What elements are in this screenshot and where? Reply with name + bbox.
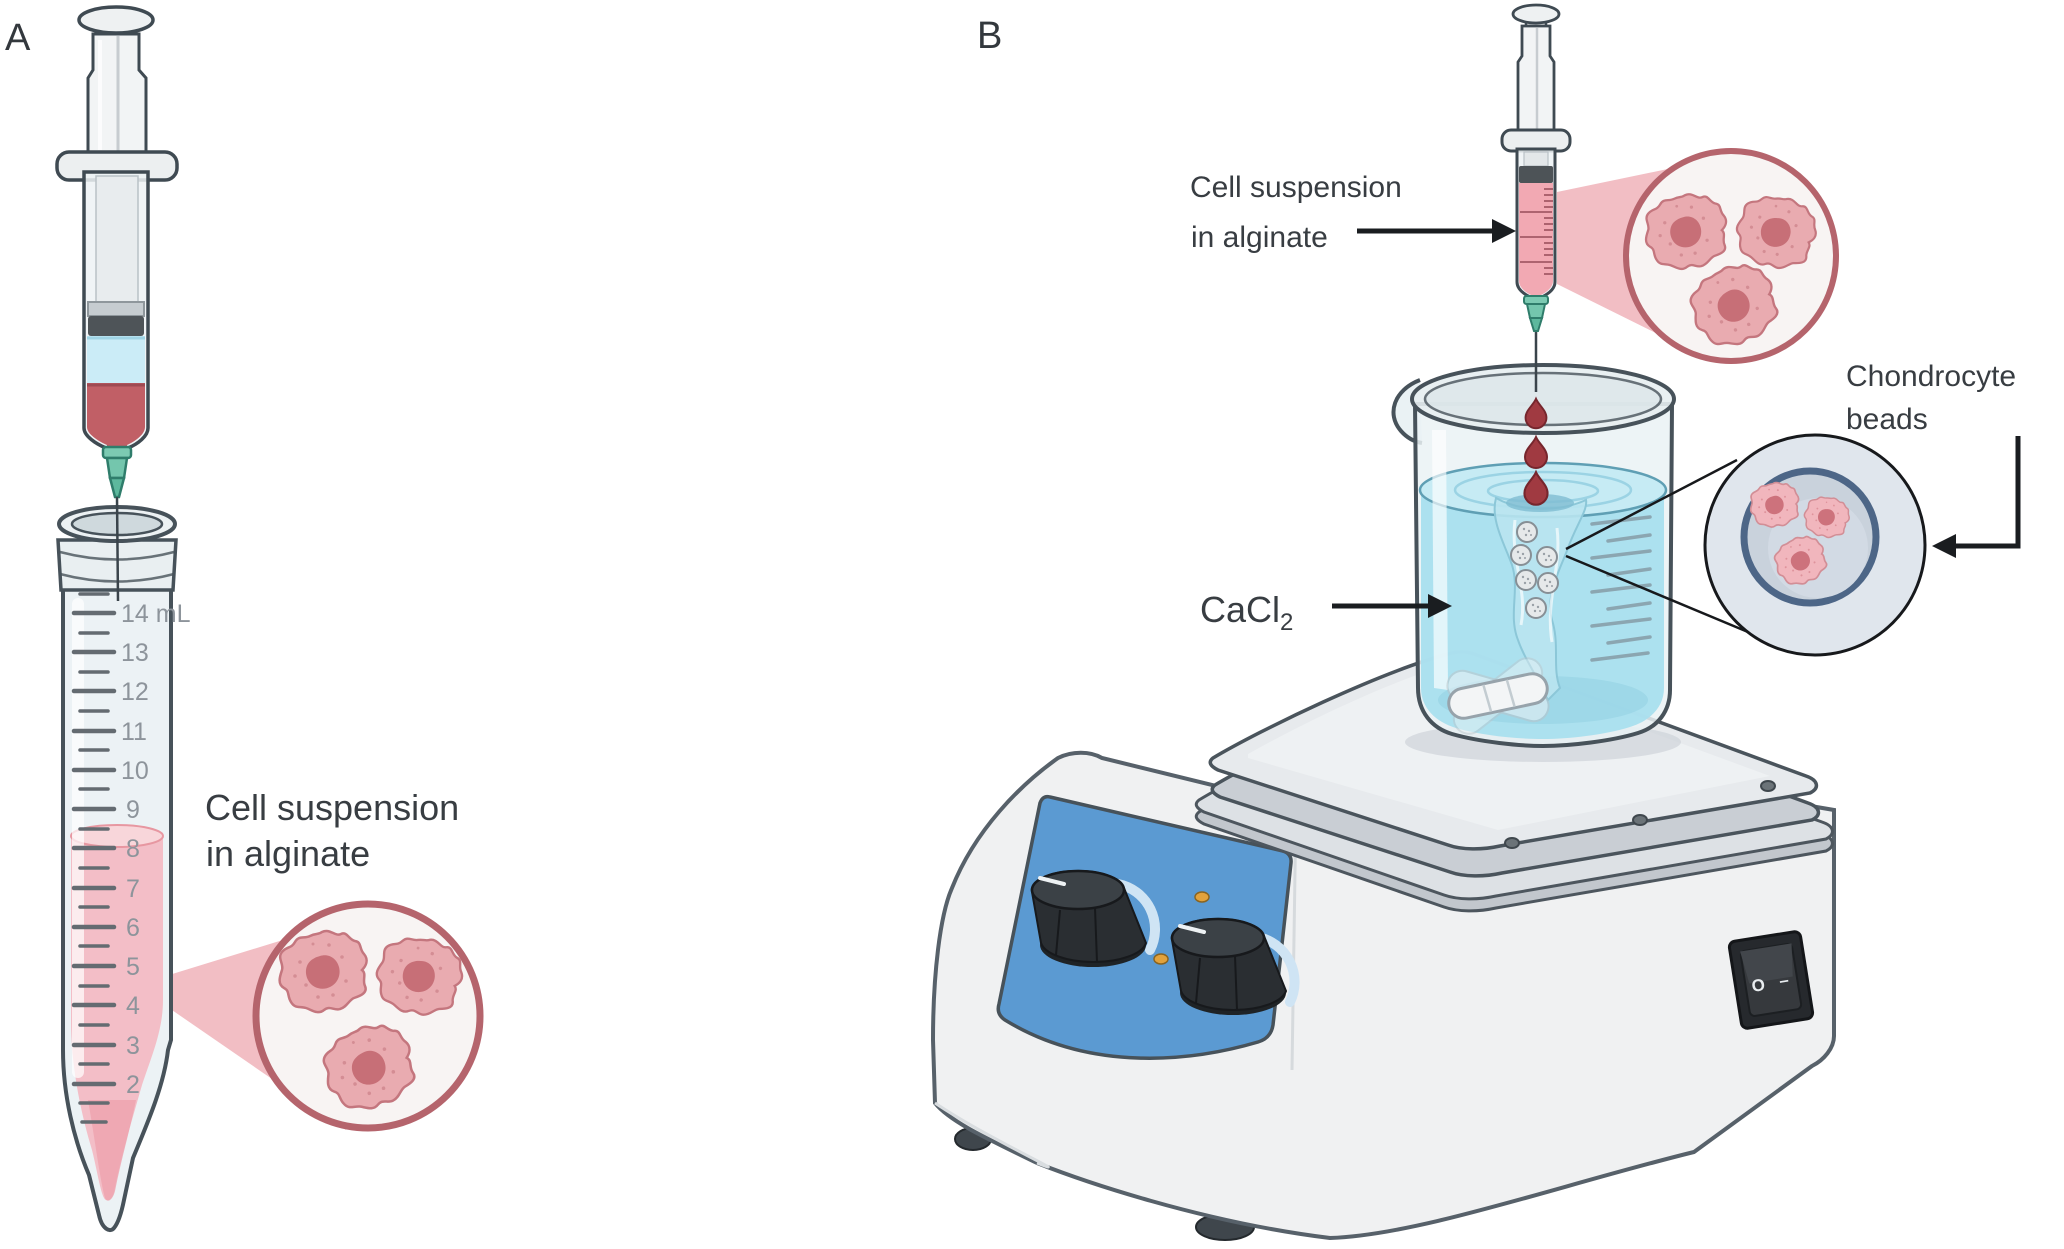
beaker-glass-highlight (1432, 430, 1448, 690)
alginate-layer-blue (87, 336, 145, 383)
tube-scale-labels: 14 mL 13 12 11 10 9 8 7 6 5 4 3 2 (121, 600, 191, 1099)
indicator-led (1153, 953, 1169, 965)
plate-screw (1632, 814, 1648, 826)
scale-label: 9 (126, 796, 140, 824)
switch-on-label: – (1778, 970, 1790, 990)
scale-label: 10 (121, 757, 149, 785)
needle-hub (101, 445, 133, 499)
stopper-seal (88, 316, 144, 336)
scale-label: 6 (126, 914, 140, 942)
scale-label: 11 (121, 718, 147, 746)
scale-label: 3 (126, 1032, 140, 1060)
panel-b: B (930, 3, 2021, 1241)
needle-hub (1523, 295, 1549, 332)
knob-scale-arc (1113, 879, 1161, 955)
alginate-bead-icon (1516, 521, 1538, 543)
scale-label: 12 (121, 678, 149, 706)
scale-label: 8 (126, 835, 140, 863)
magnifier-line (1565, 458, 1738, 551)
magnifier-cells-a (252, 900, 484, 1132)
annotation-cell-suspension-b: Cell suspension in alginate (1190, 171, 1516, 254)
stopper-seal (1519, 166, 1553, 183)
scale-label: 13 (121, 639, 149, 667)
elbow-arrow-to-bead-circle (1932, 436, 2021, 558)
annotation-line1: Cell suspension (205, 787, 459, 828)
plunger-shaft-inside (95, 175, 139, 303)
indicator-led (1194, 891, 1210, 903)
arrowhead-icon (1492, 219, 1516, 243)
annotation-line1: Chondrocyte (1846, 360, 2016, 393)
tube-glass-highlight (72, 598, 84, 1078)
annotation-line2: in alginate (1191, 221, 1328, 254)
panel-b-label: B (977, 15, 1002, 57)
power-switch: O – (1727, 930, 1815, 1030)
panel-a-label: A (5, 17, 31, 59)
alginate-bead-icon (1510, 544, 1532, 566)
panel-a: A (5, 5, 484, 1233)
alginate-bead-icon (1536, 546, 1558, 568)
annotation-cell-suspension-a: Cell suspension in alginate (205, 787, 459, 874)
annotation-chondrocyte-beads: Chondrocyte beads (1846, 360, 2021, 558)
annotation-line1: Cell suspension (1190, 171, 1402, 204)
scale-label: 2 (126, 1071, 140, 1099)
magnifier-line (1565, 554, 1749, 634)
scale-label: 7 (126, 875, 140, 903)
alginate-bead-icon (1537, 572, 1559, 594)
plate-screw (1760, 780, 1776, 792)
knob-indicator-line (1038, 876, 1066, 886)
magnifier-cells-b (1623, 148, 1839, 364)
syringe-b (1500, 3, 1572, 332)
arrow-to-syringe (1357, 219, 1516, 243)
heat-knob (1170, 917, 1288, 1015)
annotation-line2: beads (1846, 403, 1928, 436)
syringe-a (55, 5, 179, 602)
annotation-cacl2: CaCl2 (1200, 589, 1452, 636)
needle (115, 496, 120, 602)
plunger-shaft-inside (1523, 151, 1549, 167)
plunger-stopper (87, 301, 145, 317)
magnetic-stirrer: O – (930, 650, 1836, 1241)
switch-off-label: O (1750, 975, 1766, 996)
plunger-thumb-rest (77, 5, 155, 35)
tube-suspension (70, 824, 164, 1201)
magnifier-beads (1565, 433, 1927, 657)
stir-speed-knob (1030, 869, 1148, 967)
scale-label: 14 mL (121, 600, 191, 628)
annotation-line2: in alginate (206, 833, 370, 874)
arrowhead-icon (1932, 534, 1956, 558)
scale-label: 5 (126, 953, 140, 981)
plate-screw (1504, 837, 1520, 849)
falling-droplets (1523, 397, 1549, 506)
arrowhead-icon (1428, 594, 1452, 618)
alginate-bead-icon (1525, 597, 1547, 619)
scale-label: 4 (126, 992, 140, 1020)
cell-layer-red (87, 383, 145, 452)
alginate-bead-icon (1515, 569, 1537, 591)
beaker (1391, 363, 1676, 749)
knob-indicator-line (1178, 924, 1206, 934)
arrow-to-beaker (1332, 594, 1452, 618)
barrel-graduations (1520, 188, 1553, 275)
plunger-thumb-rest (1511, 3, 1561, 25)
knob-scale-arc (1253, 932, 1300, 1007)
cacl2-label: CaCl2 (1200, 589, 1293, 636)
stir-bar (1446, 657, 1550, 735)
tube-graduations (71, 592, 117, 1124)
conical-tube: 14 mL 13 12 11 10 9 8 7 6 5 4 3 2 (56, 505, 191, 1233)
